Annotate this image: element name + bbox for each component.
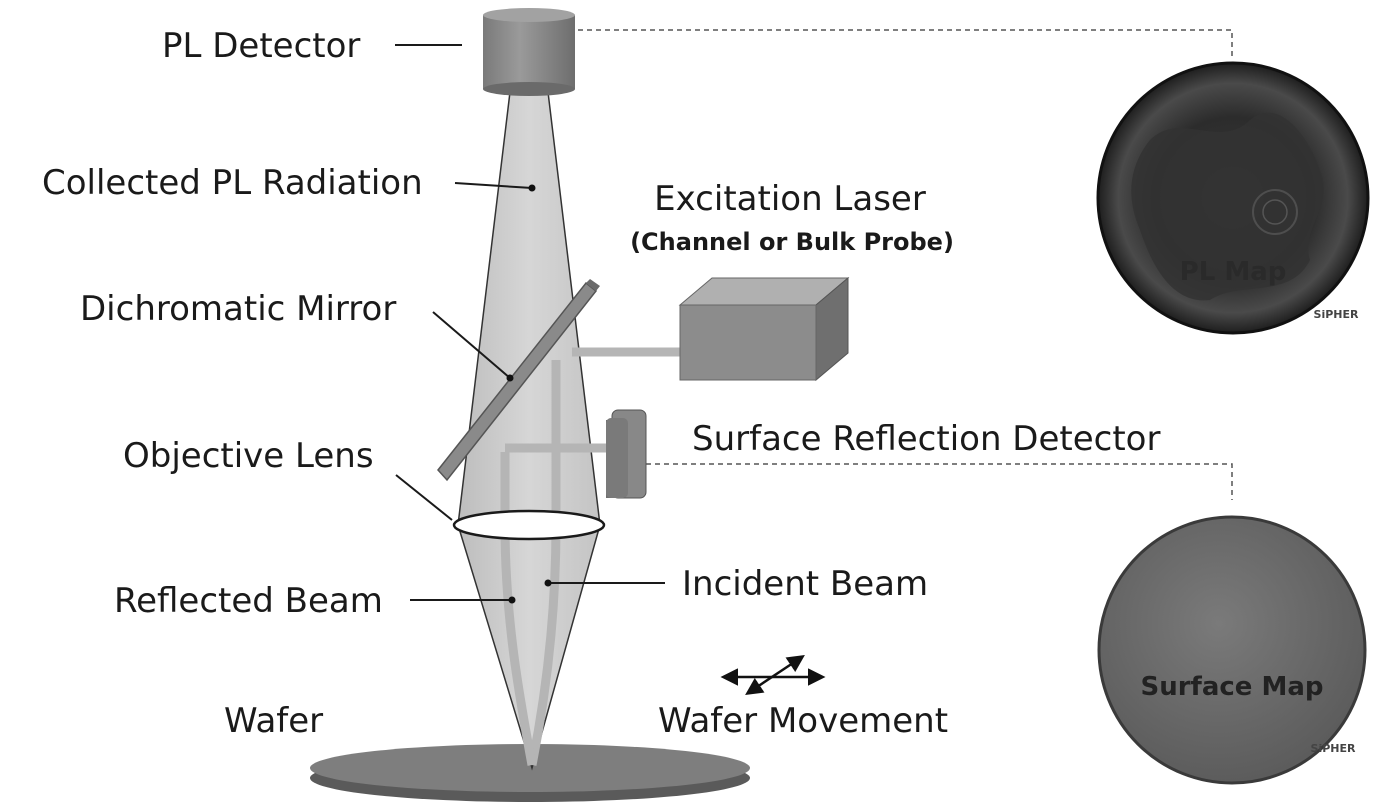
excitation-laser-box	[678, 276, 850, 382]
beam-paths	[500, 347, 680, 766]
wafer-disk	[310, 744, 750, 802]
excitation-laser-sublabel: (Channel or Bulk Probe)	[630, 228, 954, 256]
surface-map: Surface Map SiPHER	[1097, 515, 1367, 785]
surface-map-logo: SiPHER	[1311, 742, 1356, 755]
dichromatic-mirror	[437, 279, 600, 482]
surface-map-label: Surface Map	[1140, 672, 1323, 702]
surface-reflection-detector-label: Surface Reflection Detector	[692, 419, 1160, 459]
pl-map-logo: SiPHER	[1314, 308, 1359, 321]
collected-pl-radiation-label: Collected PL Radiation	[42, 163, 423, 203]
reflected-beam-label: Reflected Beam	[114, 581, 383, 621]
pl-map-label: PL Map	[1180, 257, 1287, 287]
excitation-laser-label: Excitation Laser	[654, 179, 926, 219]
labels: PL Detector Collected PL Radiation Excit…	[42, 26, 1160, 741]
wafer-movement-label: Wafer Movement	[658, 701, 948, 741]
dashed-connectors	[578, 29, 1233, 500]
pl-map: PL Map SiPHER	[1096, 61, 1370, 335]
dichromatic-mirror-label: Dichromatic Mirror	[80, 289, 396, 329]
wafer-label: Wafer	[224, 701, 323, 741]
surface-reflection-detector	[606, 409, 647, 499]
wafer-movement-arrows	[720, 655, 826, 695]
leader-lines	[395, 44, 665, 604]
objective-lens-label: Objective Lens	[123, 436, 374, 476]
pl-detector	[483, 8, 575, 96]
objective-lens	[452, 509, 606, 541]
incident-beam-label: Incident Beam	[682, 564, 928, 604]
pl-detector-label: PL Detector	[162, 26, 360, 66]
